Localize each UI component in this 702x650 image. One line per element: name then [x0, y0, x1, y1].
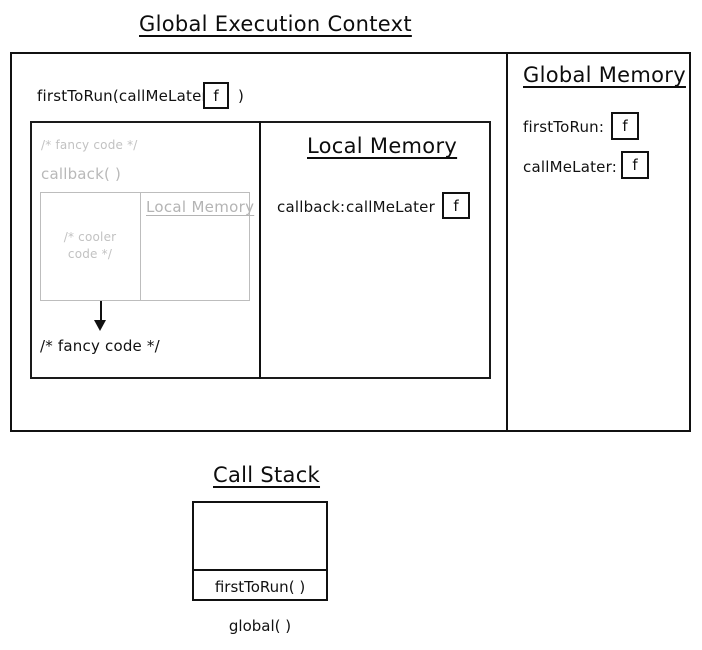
flow-arrow-shaft	[100, 301, 102, 322]
nested-faded-code-line-2: code */	[67, 247, 113, 261]
call-stack-box	[192, 501, 328, 601]
nested-execution-context-box	[40, 192, 250, 301]
global-memory-divider	[506, 52, 508, 432]
call-stack-base-label: global( )	[228, 617, 292, 635]
faded-code-line-1: /* fancy code */	[41, 138, 138, 152]
local-memory-entry-fbox: f	[442, 192, 470, 219]
global-memory-entry-1-key: callMeLater:	[523, 158, 617, 176]
local-memory-divider	[259, 121, 261, 379]
call-stack-title: Call Stack	[213, 463, 321, 487]
flow-arrow-head	[94, 320, 106, 331]
local-memory-entry-key: callback:	[277, 198, 346, 216]
call-stack-frame-1-label: firstToRun( )	[214, 578, 306, 596]
global-memory-title: Global Memory	[523, 63, 686, 87]
call-expression-arg-fbox: f	[203, 82, 229, 109]
active-code-line: /* fancy code */	[40, 337, 160, 355]
faded-callback-call: callback( )	[41, 165, 122, 183]
nested-local-memory-title: Local Memory	[146, 198, 255, 216]
call-expression-text: firstToRun(callMeLater	[37, 87, 208, 105]
nested-faded-code-line-1: /* cooler	[63, 230, 117, 244]
local-memory-entry-value: callMeLater	[346, 198, 435, 216]
global-memory-entry-1-fbox: f	[621, 151, 649, 179]
global-memory-entry-0-fbox: f	[611, 112, 639, 140]
call-expression-close-paren: )	[238, 87, 245, 105]
local-memory-title: Local Memory	[307, 134, 458, 158]
call-stack-frame-divider	[192, 569, 328, 571]
nested-local-memory-divider	[140, 192, 141, 301]
page-title: Global Execution Context	[139, 12, 412, 36]
global-memory-entry-0-key: firstToRun:	[523, 118, 605, 136]
